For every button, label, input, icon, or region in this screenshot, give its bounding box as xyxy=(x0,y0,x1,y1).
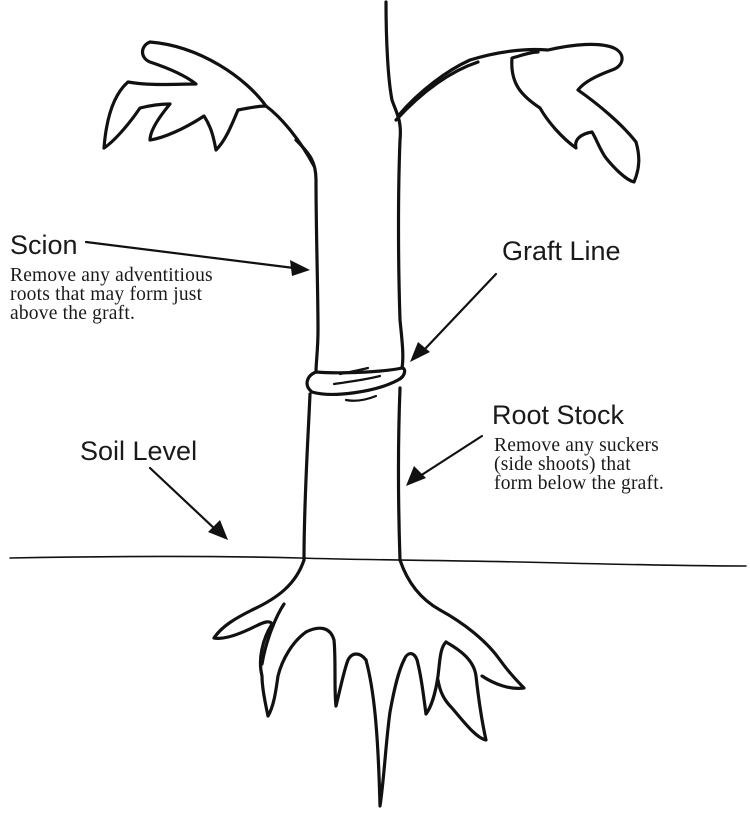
root-right-long xyxy=(398,558,526,690)
stem-right-edge-lower xyxy=(396,386,402,562)
scion-arrow-line xyxy=(84,240,296,270)
scion-arrow-head xyxy=(290,260,310,276)
scion-title: Scion xyxy=(10,230,78,260)
stem-left-edge-lower xyxy=(302,392,312,562)
root-right-outer xyxy=(436,640,488,742)
root-stock-arrow-head xyxy=(406,466,426,486)
graft-swelling xyxy=(305,366,407,396)
annotation-arrows xyxy=(84,240,498,540)
left-leaf-outline xyxy=(102,40,316,168)
root-stock-note-line-1: Remove any suckers xyxy=(494,435,659,456)
root-stock-note: Remove any suckers (side shoots) that fo… xyxy=(494,435,664,494)
root-stock-title: Root Stock xyxy=(492,400,625,430)
graft-line-arrow-head xyxy=(410,342,430,362)
soil-line xyxy=(9,555,747,567)
graft-mark-2 xyxy=(332,374,382,386)
graft-mark-3 xyxy=(344,394,378,402)
graft-line-arrow-line xyxy=(422,272,498,352)
stem xyxy=(294,0,480,562)
right-leaf xyxy=(396,42,641,184)
root-left-branch xyxy=(258,622,308,718)
right-leaf-outline xyxy=(396,42,641,184)
root-left-outer xyxy=(212,558,306,640)
root-left-fine xyxy=(260,602,286,666)
scion-note-line-2: roots that may form just xyxy=(10,284,203,305)
soil-level-arrow-line xyxy=(148,466,218,532)
scion-note-line-3: above the graft. xyxy=(10,303,136,324)
root-left-center xyxy=(304,626,368,708)
stem-left-edge-upper xyxy=(294,138,320,374)
root-stock-note-line-3: form below the graft. xyxy=(494,473,664,494)
graft-line-title: Graft Line xyxy=(502,236,621,266)
soil-level-title: Soil Level xyxy=(80,436,198,466)
left-leaf xyxy=(102,40,316,168)
root-center-tap xyxy=(364,658,406,808)
root-stock-note-line-2: (side shoots) that xyxy=(494,454,631,475)
right-petiole xyxy=(394,60,480,122)
roots xyxy=(212,558,526,808)
root-stock-arrow-line xyxy=(418,434,484,478)
stem-right-edge-upper xyxy=(384,0,405,370)
scion-note-line-1: Remove any adventitious xyxy=(10,265,213,286)
root-right-center xyxy=(402,640,448,716)
graft-mark-1 xyxy=(338,366,370,376)
soil-level-arrow-head xyxy=(208,520,228,540)
scion-note: Remove any adventitious roots that may f… xyxy=(10,265,213,324)
